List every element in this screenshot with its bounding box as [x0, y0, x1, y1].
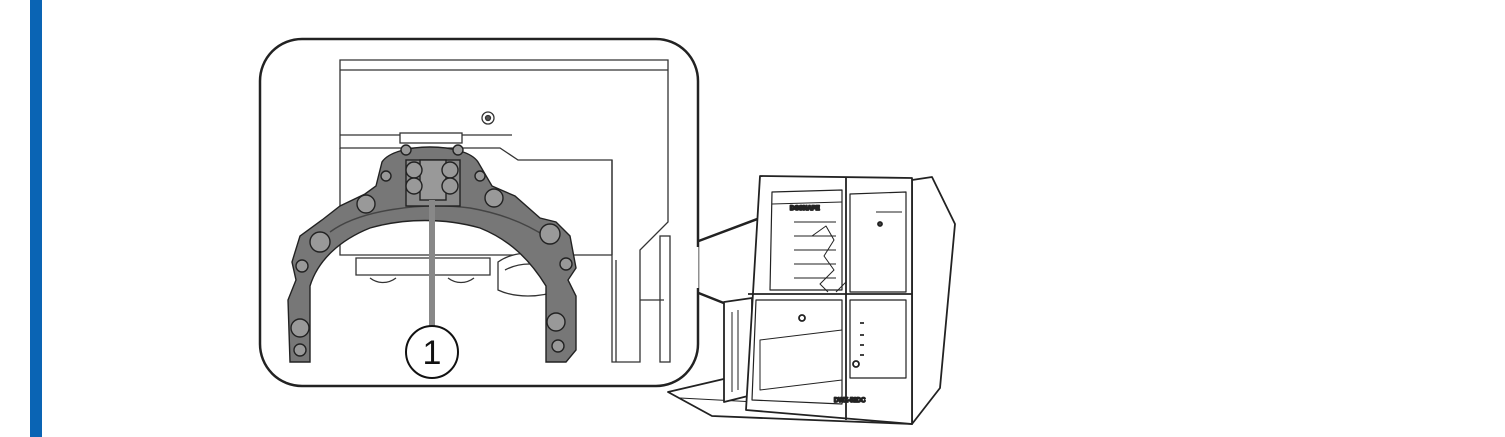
adapter-bolts: [290, 144, 573, 357]
callout-number: 1: [423, 334, 442, 372]
tool-rack: [794, 221, 836, 293]
milling-machine-icon: DGSHAPE DWX-52DC: [667, 175, 956, 425]
detail-zoom-panel: 1: [258, 37, 824, 388]
brand-label: DGSHAPE: [790, 206, 820, 212]
section-accent-bar: [30, 0, 42, 437]
callout-1: 1: [405, 200, 459, 379]
housing-detail: [339, 59, 671, 363]
adapter-clamp-icon: [287, 144, 577, 363]
model-label: DWX-52DC: [834, 398, 866, 404]
status-leds: [860, 322, 864, 356]
